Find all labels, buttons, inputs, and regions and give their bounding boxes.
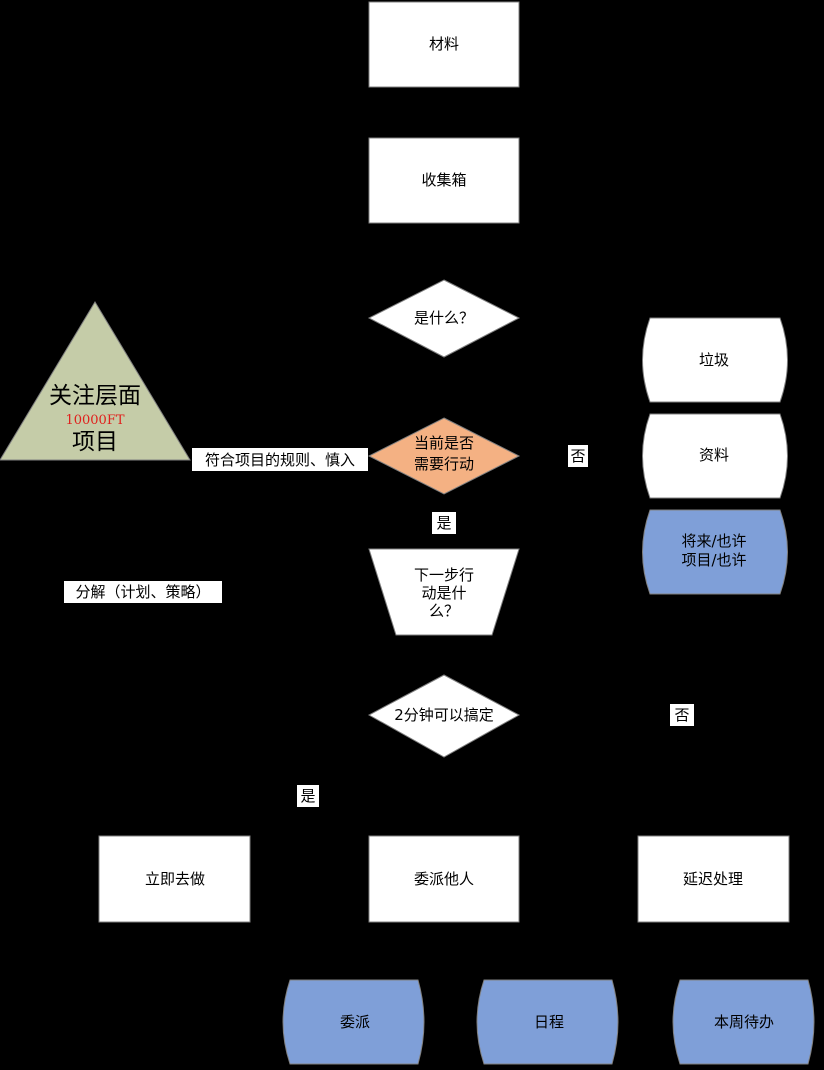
edge-label-breakdown-text: 分解（计划、策略） — [75, 583, 210, 601]
what-is-it-label: 是什么？ — [414, 309, 474, 327]
trash-storage[interactable]: 垃圾 — [642, 317, 788, 403]
inbox-label: 收集箱 — [421, 171, 466, 189]
edge-label-yes-two-minutes: 是 — [297, 785, 319, 807]
edge-label-project-rule: 符合项目的规则、慎入 — [192, 448, 368, 471]
materials-label: 材料 — [429, 35, 459, 53]
waiting-for-storage[interactable]: 委派 — [282, 979, 425, 1065]
edge-label-no-two-minutes: 否 — [670, 704, 694, 726]
this-week-label: 本周待办 — [714, 1013, 774, 1031]
focus-projects: 项目 — [72, 429, 118, 455]
do-now-box[interactable]: 立即去做 — [98, 835, 251, 923]
next-action-box[interactable]: 下一步行 动是什 么？ — [368, 548, 520, 636]
next-action-label-line3: 么？ — [429, 602, 459, 620]
edge-label-breakdown: 分解（计划、策略） — [64, 581, 222, 603]
focus-triangle[interactable]: 关注层面 10000FT 项目 — [0, 301, 191, 461]
what-is-it-decision[interactable]: 是什么？ — [367, 279, 521, 358]
calendar-label: 日程 — [534, 1013, 564, 1031]
trash-label: 垃圾 — [699, 351, 729, 369]
edge-label-no-two-minutes-text: 否 — [674, 706, 689, 724]
actionable-decision[interactable]: 当前是否 需要行动 — [367, 417, 521, 495]
next-action-label-line1: 下一步行 — [414, 566, 474, 584]
materials-box[interactable]: 材料 — [368, 1, 520, 88]
edge-label-no-actionable-text: 否 — [570, 447, 585, 465]
focus-title: 关注层面 — [49, 383, 141, 409]
this-week-storage[interactable]: 本周待办 — [672, 979, 815, 1065]
edge-label-yes-two-minutes-text: 是 — [300, 787, 315, 805]
next-action-label-line2: 动是什 — [421, 584, 466, 602]
reference-storage[interactable]: 资料 — [642, 413, 788, 499]
defer-box[interactable]: 延迟处理 — [637, 835, 790, 923]
edge-label-yes-actionable: 是 — [432, 512, 456, 534]
defer-label: 延迟处理 — [683, 870, 743, 888]
do-now-label: 立即去做 — [145, 870, 205, 888]
waiting-for-label: 委派 — [340, 1013, 370, 1031]
reference-label: 资料 — [699, 446, 729, 464]
someday-storage[interactable]: 将来/也许 项目/也许 — [642, 509, 788, 595]
calendar-storage[interactable]: 日程 — [476, 979, 619, 1065]
two-minutes-label: 2分钟可以搞定 — [394, 706, 494, 724]
edge-label-no-actionable: 否 — [568, 445, 588, 467]
someday-label-line2: 项目/也许 — [681, 551, 746, 569]
delegate-label: 委派他人 — [414, 870, 474, 888]
someday-label-line1: 将来/也许 — [681, 532, 746, 550]
focus-altitude: 10000FT — [65, 413, 124, 428]
delegate-box[interactable]: 委派他人 — [368, 835, 520, 923]
edge-label-yes-actionable-text: 是 — [436, 514, 451, 532]
inbox-box[interactable]: 收集箱 — [368, 137, 520, 224]
actionable-label-line2: 需要行动 — [414, 455, 474, 473]
actionable-label-line1: 当前是否 — [414, 434, 474, 452]
edge-label-project-rule-text: 符合项目的规则、慎入 — [205, 451, 355, 469]
two-minutes-decision[interactable]: 2分钟可以搞定 — [367, 674, 521, 758]
